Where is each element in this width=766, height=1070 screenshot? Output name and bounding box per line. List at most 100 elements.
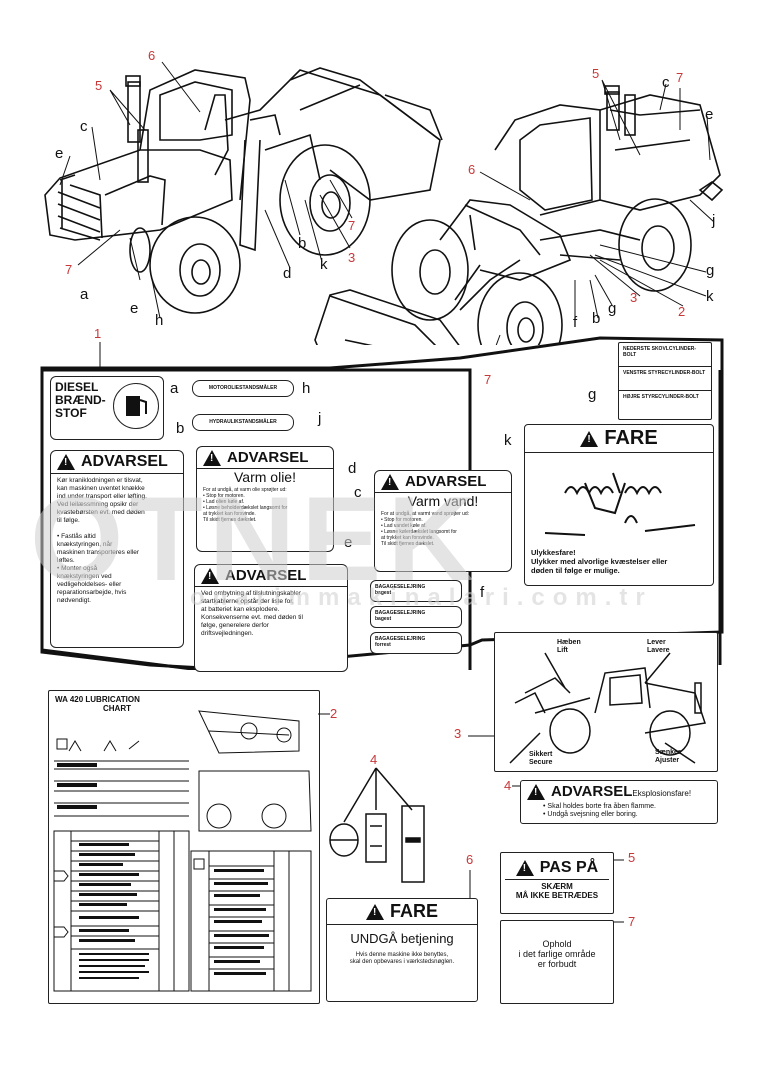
decal-c-big: Varm vand! — [407, 493, 479, 510]
f-row-title: BAGAGESELEJRING — [375, 584, 426, 590]
decal-e-advarsel: ADVARSEL Ved ombytning af tilslutningska… — [194, 564, 348, 672]
warning-icon — [57, 453, 75, 470]
warning-icon — [527, 783, 545, 800]
decal-5-title: PAS PÅ — [539, 859, 599, 876]
b-line: til følge. — [57, 517, 80, 524]
l5-line: SKÆRM — [541, 882, 573, 891]
l4-line: • Undgå svejsning eller boring. — [543, 811, 638, 818]
decal-d-body: For at undgå, at varm olie sprøjter ud: … — [197, 485, 333, 525]
decal-j-text: HYDRAULIKSTANDSMÅLER — [209, 419, 277, 425]
k-line: Ulykker med alvorlige kvæstelser eller — [531, 557, 668, 566]
decal-e-title: ADVARSEL — [225, 567, 307, 584]
callout-3-right: 3 — [630, 290, 638, 305]
e-line: startkablerne opstår der liste for, — [201, 598, 294, 606]
decal-4-advarsel: ADVARSELEksplosionsfare! • Skal holdes b… — [520, 780, 718, 824]
decal-5-body: SKÆRM MÅ IKKE BETRÆDES — [505, 879, 609, 900]
g-row-2: VENSTRE STYRECYLINDER-BOLT — [619, 367, 711, 391]
c-line: Til skidt fjernes dækslet. — [381, 541, 435, 548]
decal-c-varm-vand: ADVARSEL Varm vand! For at undgå, at var… — [374, 470, 512, 572]
letter-g-right: g — [706, 262, 715, 279]
warning-icon — [365, 904, 384, 921]
letter-c-left: c — [80, 118, 88, 135]
decal-7-body: Ophold i det farlige område er forbudt — [501, 921, 613, 969]
chart-sub: CHART — [103, 704, 131, 713]
l7-line: i det farlige område — [518, 949, 596, 959]
letter-b-right: b — [592, 310, 601, 327]
decal-d-title: ADVARSEL — [227, 449, 309, 466]
b-line: ind under transport eller løfting. — [57, 493, 147, 500]
b-line: knækstyringen ved — [57, 573, 112, 580]
decal-4-title: ADVARSEL — [551, 783, 633, 800]
e-line: Ved ombytning af tilslutningskabler — [201, 590, 302, 598]
b-line: vedligeholdelses- eller — [57, 581, 122, 588]
decal-e-body: Ved ombytning af tilslutningskabler star… — [195, 587, 347, 641]
d-line: • Stop for motoren. — [203, 493, 245, 500]
f-row-sub: forrest — [375, 642, 391, 648]
decal-6-body: Hvis denne maskine ikke benyttes, skal d… — [327, 946, 477, 966]
c-line: • Løsne kølerdækslet langsomt for — [381, 529, 457, 536]
decal-d-varm-olie: ADVARSEL Varm olie! For at undgå, at var… — [196, 446, 334, 552]
letter-c-decal: c — [354, 484, 362, 501]
decal-6-big: UNDGÅ betjening — [350, 931, 454, 946]
diesel-line-1: DIESEL — [55, 380, 99, 394]
letter-b-decal: b — [176, 420, 185, 437]
chart-title: WA 420 LUBRICATION — [55, 695, 140, 704]
letter-e-right: e — [705, 106, 714, 123]
f-row-sub: bagest — [375, 590, 392, 596]
wheel-loader-illustrations — [44, 61, 724, 345]
letter-f-decal: f — [480, 584, 485, 601]
lubrication-chart-graphics — [53, 710, 312, 992]
letter-f-right: f — [573, 314, 578, 331]
b-line: maskinen transporteres eller — [57, 549, 140, 556]
b-line: løftes. — [57, 557, 75, 564]
diesel-line-2: BRÆND- — [55, 393, 106, 407]
callout-1: 1 — [94, 326, 102, 341]
c-line: For at undgå, at varmt vand sprøjter ud: — [381, 511, 470, 518]
loader-lift-icon — [509, 652, 706, 764]
d-line: at trykket kan forsvinde. — [203, 511, 256, 518]
letter-a-decal: a — [170, 380, 179, 397]
letter-k-decal: k — [504, 432, 512, 449]
d-line: • Løsne beholderdækslet langsomt for — [203, 505, 288, 512]
b-line: Kør kraniklodningen er tilsvat, — [57, 477, 143, 484]
letter-c-right: c — [662, 74, 670, 91]
lower-leaders — [318, 713, 624, 923]
f-row-title: BAGAGESELEJRING — [375, 610, 426, 616]
warning-icon — [381, 474, 399, 491]
c-line: • Stop for motoren. — [381, 517, 423, 524]
b-line: nødvendigt. — [57, 597, 91, 604]
callout-3: 3 — [454, 726, 462, 741]
decal-6-title: FARE — [389, 901, 438, 921]
letter-e-left: e — [55, 145, 64, 162]
watermark-logo: OTNEK — [30, 472, 480, 606]
letter-j-decal: j — [318, 410, 322, 427]
decal-j-hydraulic-gauge: HYDRAULIKSTANDSMÅLER — [192, 414, 294, 431]
callout-2-right: 2 — [678, 304, 686, 319]
c-line: at trykket kan forsvinde. — [381, 535, 434, 542]
callout-7: 7 — [628, 914, 636, 929]
decal-6-fare: FARE UNDGÅ betjening Hvis denne maskine … — [326, 898, 478, 1002]
callout-4-right: 4 — [504, 778, 512, 793]
callout-5: 5 — [628, 850, 636, 865]
callout-6-left: 6 — [148, 48, 156, 63]
letter-h-top: h — [155, 312, 164, 329]
decal-k-title: FARE — [604, 427, 658, 449]
l6-line: Hvis denne maskine ikke benyttes, — [355, 952, 449, 958]
warning-icon — [201, 568, 219, 585]
letter-k-right: k — [706, 288, 714, 305]
b-line: kan maskinen uventet knække — [57, 485, 145, 492]
d-line: For at undgå, at varm olie sprøjter ud: — [203, 487, 287, 494]
b-line: kvastebørsten evt. med døden — [57, 509, 145, 516]
letter-e-bottom: e — [130, 300, 139, 317]
diesel-line-3: STOF — [55, 406, 87, 420]
e-line: følge, generelere derfor — [201, 622, 269, 630]
warning-icon — [515, 859, 534, 876]
decal-b-body: Kør kraniklodningen er tilsvat, kan mask… — [51, 474, 183, 608]
lift-hoben: Hæben — [557, 639, 581, 646]
item-4-parts — [329, 767, 425, 883]
g-row-1: NEDERSTE SKOVLCYLINDER-BOLT — [619, 343, 711, 367]
b-line: • Monter også — [57, 565, 98, 572]
decal-g-bolts: NEDERSTE SKOVLCYLINDER-BOLT VENSTRE STYR… — [618, 342, 712, 420]
